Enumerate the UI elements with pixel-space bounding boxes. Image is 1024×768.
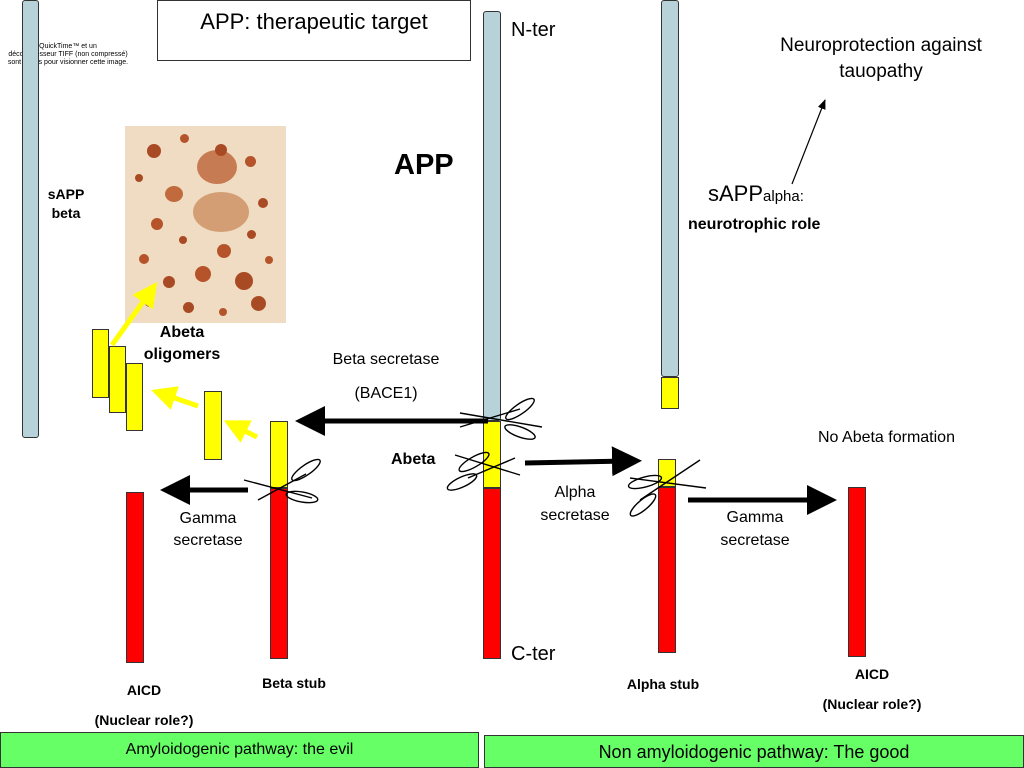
- no-abeta-label: No Abeta formation: [818, 429, 955, 446]
- app-label: APP: [394, 149, 454, 181]
- abeta-oligomers-label: Abeta oligomers: [140, 322, 224, 366]
- sapp-alpha-label: sAPPalpha:: [708, 181, 804, 207]
- page-title: APP: therapeutic target: [200, 9, 428, 34]
- abeta-label: Abeta: [391, 451, 436, 468]
- neurotrophic-role-label: neurotrophic role: [688, 216, 821, 233]
- arrow-alpha-secretase: [524, 446, 642, 477]
- gamma-secretase-line: secretase: [173, 532, 243, 549]
- quicktime-notice-line: décompresseur TIFF (non compressé): [8, 51, 128, 58]
- neuroprotection-line: tauopathy: [839, 61, 923, 82]
- app-extracellular-bar: [483, 11, 501, 421]
- footer-left-label: Amyloidogenic pathway: the evil: [125, 741, 354, 758]
- neuroprotection-label: Neuroprotection against tauopathy: [752, 33, 1010, 85]
- alpha-stub-label: Alpha stub: [626, 676, 700, 692]
- alpha-secretase-line: secretase: [540, 507, 610, 524]
- alpha-stub-red-segment: [658, 487, 676, 653]
- arrow-yellow-to-plaque: [109, 281, 158, 347]
- c-ter-label: C-ter: [511, 643, 556, 665]
- title-box: APP: therapeutic target: [157, 0, 471, 61]
- alpha-secretase-line: Alpha: [554, 484, 596, 501]
- abeta-oligomers-line: oligomers: [143, 346, 221, 363]
- sapp-alpha-abeta-fragment: [661, 377, 679, 409]
- sapp-alpha-main: sAPP: [708, 181, 764, 206]
- alpha-secretase-label: Alpha secretase: [524, 481, 626, 527]
- alpha-stub-abeta-segment: [658, 459, 676, 487]
- footer-right-box: Non amyloidogenic pathway: The good: [484, 735, 1024, 768]
- abeta-oligomers-line: Abeta: [159, 324, 205, 341]
- quicktime-notice: QuickTime™ et un décompresseur TIFF (non…: [0, 43, 136, 67]
- beta-secretase-line: (BACE1): [354, 385, 418, 402]
- arrow-yellow-oligomer: [151, 386, 199, 410]
- app-intracellular-bar: [483, 488, 501, 659]
- beta-stub-label: Beta stub: [262, 675, 326, 691]
- oligomer-block: [126, 363, 143, 431]
- arrow-neuroprotection: [791, 99, 826, 185]
- beta-secretase-line: Beta secretase: [332, 351, 440, 368]
- scissors-icon: [459, 397, 543, 440]
- sapp-beta-bar: [22, 0, 39, 438]
- n-ter-label: N-ter: [511, 19, 556, 41]
- neuroprotection-line: Neuroprotection against: [780, 35, 982, 56]
- gamma-secretase-line: Gamma: [726, 509, 784, 526]
- sapp-alpha-sub: alpha:: [763, 188, 804, 205]
- gamma-secretase-line: Gamma: [179, 510, 237, 527]
- scissors-icon: [446, 451, 521, 491]
- aicd-right-line: AICD: [854, 666, 890, 682]
- oligomer-block: [204, 391, 222, 460]
- sapp-alpha-bar: [661, 0, 679, 377]
- gamma-secretase-left-label: Gamma secretase: [160, 508, 256, 552]
- aicd-right-bar: [848, 487, 866, 657]
- arrow-yellow-oligomer-2: [223, 420, 259, 443]
- beta-secretase-label: Beta secretase (BACE1): [306, 343, 466, 411]
- quicktime-notice-line: QuickTime™ et un: [39, 43, 97, 50]
- oligomer-block: [109, 346, 126, 413]
- sapp-beta-line: sAPP: [47, 186, 85, 202]
- scissors-icon: [627, 459, 707, 517]
- sapp-beta-label: sAPP beta: [40, 185, 92, 223]
- aicd-right-line: (Nuclear role?): [822, 696, 922, 712]
- quicktime-notice-line: sont requis pour visionner cette image.: [7, 59, 129, 66]
- beta-stub-abeta-segment: [270, 421, 288, 488]
- scissors-icon: [243, 458, 321, 504]
- gamma-secretase-right-label: Gamma secretase: [706, 506, 804, 552]
- aicd-left-label: AICD (Nuclear role?): [70, 675, 218, 735]
- aicd-left-line: (Nuclear role?): [94, 712, 194, 728]
- aicd-right-label: AICD (Nuclear role?): [798, 659, 946, 719]
- aicd-left-line: AICD: [126, 682, 162, 698]
- footer-right-label: Non amyloidogenic pathway: The good: [598, 742, 910, 762]
- app-abeta-segment: [483, 421, 501, 488]
- sapp-beta-line: beta: [51, 205, 81, 221]
- gamma-secretase-line: secretase: [720, 532, 790, 549]
- aicd-left-bar: [126, 492, 144, 663]
- oligomer-block: [92, 329, 109, 398]
- footer-left-box: Amyloidogenic pathway: the evil: [0, 732, 479, 768]
